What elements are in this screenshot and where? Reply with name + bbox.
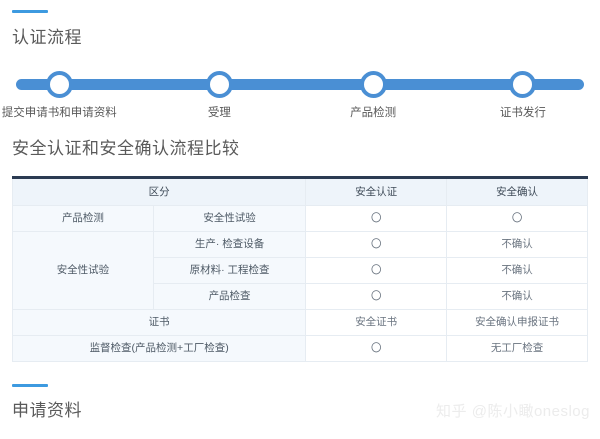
- cell-safety-confirm: 〇: [446, 204, 588, 232]
- column-header-safety-confirm: 安全确认: [446, 176, 588, 206]
- step-node-4[interactable]: [509, 71, 537, 99]
- cell-item-production-equipment: 生产· 检查设备: [152, 230, 307, 258]
- cell-group-safety-test: 安全性试验: [12, 230, 154, 310]
- cell-safety-confirm: 无工厂检查: [446, 334, 588, 362]
- cell-safety-confirm: 不确认: [446, 256, 588, 284]
- step-label-3: 产品检测: [350, 107, 397, 120]
- accent-rule-materials: [12, 383, 48, 387]
- step-node-1[interactable]: [45, 71, 73, 99]
- cell-item-product-inspection: 产品检查: [152, 282, 307, 310]
- table-header-row: 区分 安全认证 安全确认: [11, 176, 588, 206]
- accent-rule-flow: [12, 10, 48, 13]
- page-title-flow: 认证流程: [12, 28, 82, 47]
- table-header: 区分 安全认证 安全确认: [11, 176, 588, 206]
- step-node-2[interactable]: [205, 71, 233, 99]
- step-label-1: 提交申请书和申请资料: [1, 107, 117, 120]
- table-row: 证书 安全证书 安全确认申报证书: [11, 308, 588, 336]
- page-title-comparison: 安全认证和安全确认流程比较: [12, 139, 240, 159]
- cell-safety-cert: 〇: [305, 282, 448, 310]
- comparison-table: 区分 安全认证 安全确认 产品检测 安全性试验 〇 〇 安全性试验 生产· 检查…: [11, 175, 588, 362]
- step-node-3[interactable]: [359, 71, 387, 99]
- page-title-materials: 申请资料: [12, 400, 82, 420]
- cell-safety-confirm: 不确认: [446, 230, 588, 258]
- cell-safety-cert: 〇: [305, 204, 448, 232]
- cell-safety-cert: 〇: [305, 230, 448, 258]
- table-body: 产品检测 安全性试验 〇 〇 安全性试验 生产· 检查设备 〇 不确认 原材料·…: [11, 204, 588, 362]
- step-label-4: 证书发行: [499, 107, 546, 120]
- table-row: 产品检测 安全性试验 〇 〇: [12, 204, 588, 232]
- certification-flow-stepper: 提交申请书和申请资料 受理 产品检测 证书发行: [2, 66, 588, 120]
- cell-item-material-process: 原材料· 工程检查: [152, 256, 307, 284]
- table-row: 安全性试验 生产· 检查设备 〇 不确认: [12, 230, 588, 310]
- table-row: 原材料· 工程检查 〇 不确认: [13, 256, 588, 284]
- table-row: 监督检查(产品检测+工厂检查) 〇 无工厂检查: [11, 334, 588, 362]
- cell-safety-cert: 安全证书: [305, 308, 448, 336]
- cell-safety-cert: 〇: [305, 334, 448, 362]
- column-header-safety-cert: 安全认证: [305, 176, 448, 206]
- cell-safety-confirm: 安全确认申报证书: [446, 308, 588, 336]
- cell-label-certificate: 证书: [11, 308, 307, 336]
- stepper-track: [16, 79, 584, 91]
- cell-safety-cert: 〇: [305, 256, 448, 284]
- step-label-2: 受理: [207, 107, 231, 120]
- cell-group-product-test: 产品检测: [12, 204, 154, 232]
- column-header-category: 区分: [11, 176, 307, 206]
- cell-safety-confirm: 不确认: [446, 282, 588, 310]
- cell-label-supervision: 监督检查(产品检测+工厂检查): [11, 334, 307, 362]
- cell-item-safety-test: 安全性试验: [152, 204, 307, 232]
